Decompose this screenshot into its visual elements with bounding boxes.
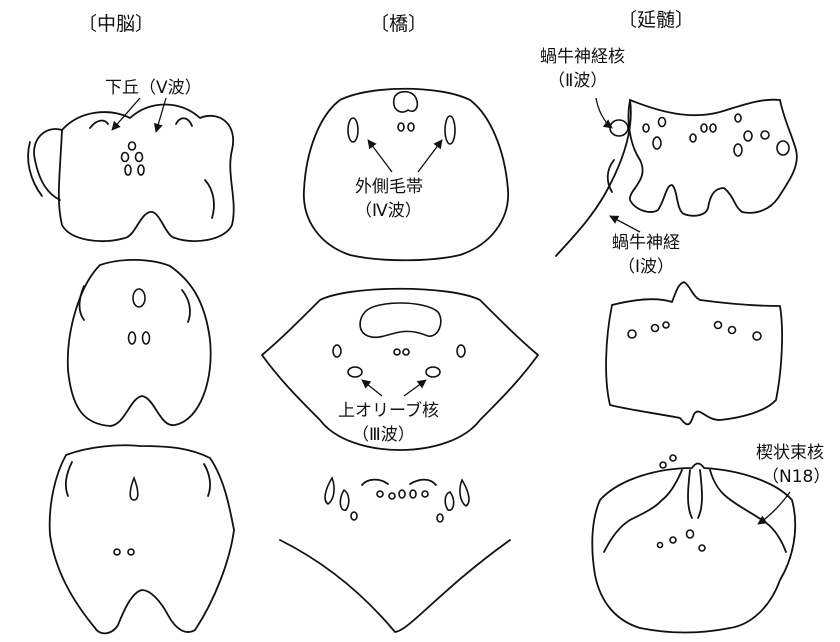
label-cochlear-nucleus-wave: （Ⅱ波）: [548, 71, 607, 91]
label-cuneate-nucleus-wave: （N18）: [762, 467, 830, 487]
label-cochlear-nerve-wave: （Ⅰ波）: [618, 257, 674, 277]
arrow-lateral-lemniscus-right: [418, 140, 442, 172]
arrow-superior-olive-right: [404, 380, 426, 396]
arrow-cuneate-nucleus: [758, 492, 790, 524]
label-superior-olive: 上オリーブ核: [338, 400, 439, 421]
arrow-superior-olive-left: [362, 380, 382, 396]
arrow-inferior-colliculus-right: [156, 98, 166, 132]
medulla-section-middle: [606, 282, 782, 424]
midbrain-section-upper: [28, 105, 234, 242]
header-medulla: 〔延髄〕: [618, 9, 694, 31]
arrow-cochlear-nucleus: [596, 98, 612, 128]
header-midbrain: 〔中脳〕: [78, 13, 154, 35]
header-pons: 〔橋〕: [370, 13, 427, 35]
pons-section-upper: [304, 89, 508, 261]
arrow-lateral-lemniscus-left: [368, 140, 392, 172]
label-lateral-lemniscus: 外側毛帯: [355, 177, 423, 197]
arrow-cochlear-nerve: [610, 216, 640, 232]
label-superior-olive-wave: （Ⅲ波）: [352, 425, 415, 445]
midbrain-section-middle: [68, 260, 211, 426]
label-cochlear-nerve: 蝸牛神経: [612, 233, 680, 253]
label-cuneate-nucleus: 楔状束核: [756, 443, 824, 463]
midbrain-section-lower: [50, 445, 234, 633]
label-lateral-lemniscus-wave: （Ⅳ波）: [355, 201, 422, 221]
medulla-section-upper: [608, 100, 797, 216]
label-inferior-colliculus: 下丘（Ⅴ波）: [105, 78, 202, 98]
pons-section-lower: [280, 478, 510, 632]
label-cochlear-nucleus: 蝸牛神経核: [540, 47, 625, 67]
